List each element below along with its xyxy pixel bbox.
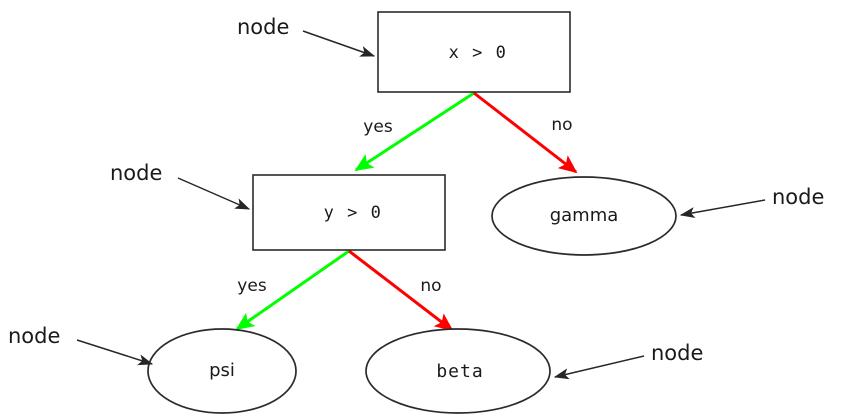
node-root-label: x > 0 [449,43,508,63]
edge-second-yes [235,249,350,331]
edge-second-no [348,249,454,332]
annotation-line-root [302,30,376,57]
node-second-label: y > 0 [324,203,383,223]
annotation-label-gamma: node [772,185,824,209]
node-gamma-label: gamma [550,205,619,226]
edge-root-no [473,91,578,174]
node-beta-label: beta [436,361,483,382]
edge-group [235,91,578,332]
node-second-box[interactable] [252,174,446,251]
edge-label-root-yes: yes [363,117,393,137]
node-psi-ellipse[interactable] [147,328,297,414]
node-root-box[interactable] [377,11,571,93]
edge-label-second-yes: yes [237,276,267,296]
edge-root-yes [354,91,475,172]
annotation-line-gamma [679,199,766,219]
annotation-line-second [177,177,251,210]
edge-label-second-no: no [420,276,441,296]
annotation-line-beta [553,355,645,380]
node-group [147,11,677,414]
annotation-line-group [76,30,766,380]
node-beta-ellipse[interactable] [365,328,551,414]
annotation-line-psi [76,339,154,366]
annotation-label-group: node node node node node [8,15,824,365]
node-gamma-ellipse[interactable] [491,176,677,256]
annotation-label-root: node [237,15,289,39]
annotation-label-psi: node [8,324,60,348]
edge-label-group: yes no yes no [237,115,572,296]
edge-label-root-no: no [551,115,572,135]
node-label-group: x > 0 y > 0 gamma psi beta [209,43,618,382]
node-psi-label: psi [209,360,235,381]
annotation-label-beta: node [651,341,703,365]
annotation-label-second: node [110,161,162,185]
